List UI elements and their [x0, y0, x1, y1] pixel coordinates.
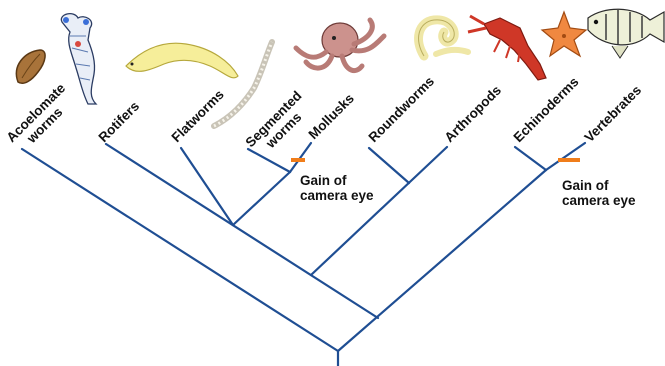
taxon-label-mollusks: Mollusks	[306, 91, 357, 142]
branch-mollusk-clade	[233, 172, 290, 225]
octopus-icon	[296, 20, 384, 71]
branch-roundworms	[369, 148, 409, 183]
roundworm-icon	[419, 20, 468, 56]
taxon-label-arthropods: Arthropods	[442, 83, 505, 146]
branch-ecdysozoa	[311, 147, 447, 275]
taxon-label-roundworms: Roundworms	[366, 74, 438, 146]
taxon-label-echinoderms: Echinoderms	[511, 74, 582, 145]
flatworm-leaf-icon	[16, 50, 45, 83]
taxon-label-flatworms: Flatworms	[169, 87, 227, 145]
annotation-eye-vertebrates: Gain of camera eye	[562, 178, 636, 208]
annotation-eye-mollusks: Gain of camera eye	[300, 173, 374, 203]
crayfish-icon	[468, 16, 546, 80]
taxon-label-acoelomate: Acoelomate worms	[4, 78, 82, 156]
segmented-worm-icon	[214, 42, 272, 126]
taxon-label-vertebrates: Vertebrates	[582, 83, 645, 146]
branch-mollusks	[290, 143, 311, 172]
branch-segmented-worms	[248, 149, 290, 172]
branch-rotifer-clade	[106, 144, 378, 318]
starfish-icon	[542, 12, 586, 56]
branch-vertebrates	[546, 143, 585, 170]
branch-acoelomate	[22, 149, 338, 351]
taxon-label-rotifers: Rotifers	[96, 98, 143, 145]
branch-echinoderms	[515, 147, 546, 170]
fish-icon	[588, 9, 664, 58]
branch-lophotrochozoa	[181, 148, 233, 225]
flatworm-icon	[126, 43, 238, 78]
